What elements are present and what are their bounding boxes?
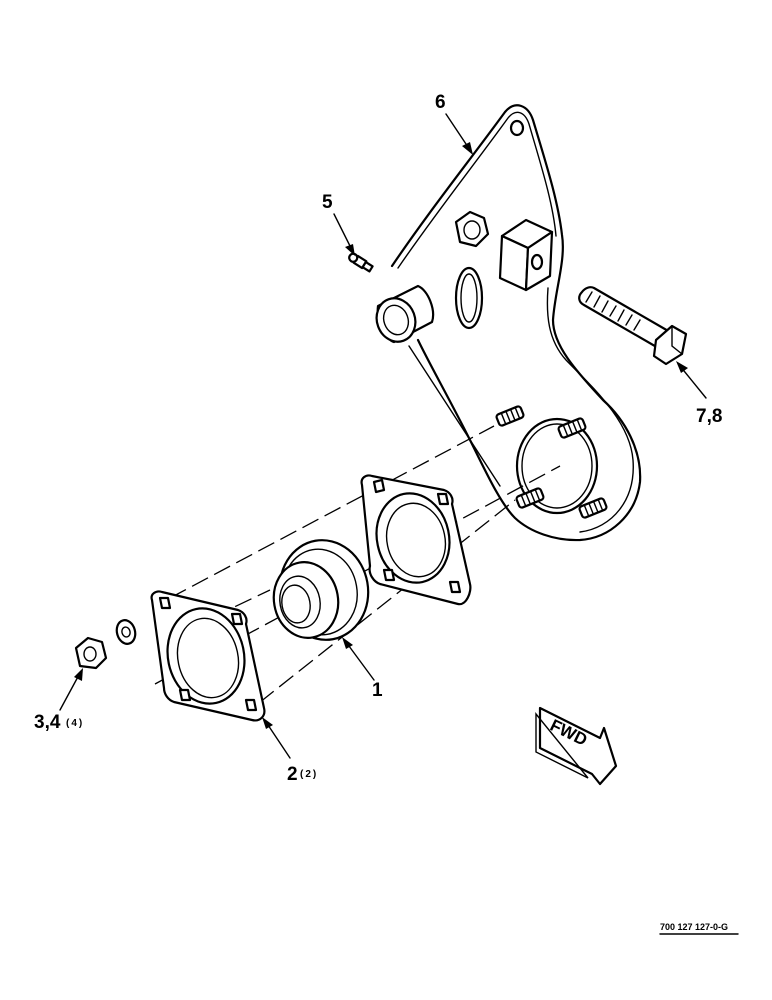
- forward-direction-arrow: FWD: [535, 706, 618, 786]
- flangette-rear: [360, 474, 472, 606]
- callout-nut-washer: 3,4: [34, 712, 61, 733]
- callout-bearing: 1: [372, 680, 383, 701]
- grease-fitting: [348, 252, 374, 273]
- spacer-bushing: [375, 284, 435, 344]
- callout-flangette-qty: (2): [300, 769, 318, 780]
- lock-washer: [115, 619, 137, 645]
- bearing-insert: [272, 539, 370, 641]
- plate-nut: [454, 210, 490, 248]
- plate-studs: [495, 405, 608, 519]
- callout-nut-washer-qty: (4): [66, 718, 84, 729]
- mounting-plate: [390, 104, 642, 542]
- drawing-number: 700 127 127-0-G: [660, 922, 728, 932]
- callout-bolt: 7,8: [696, 406, 722, 427]
- flangette-front: [150, 590, 266, 722]
- square-block: [498, 218, 554, 292]
- hex-nut: [74, 636, 108, 670]
- carriage-bolt: [578, 286, 688, 366]
- leader-lines: [59, 113, 707, 759]
- callout-flangette: 2: [287, 764, 298, 785]
- callout-plate: 6: [435, 92, 446, 113]
- callout-grease-fitting: 5: [322, 192, 333, 213]
